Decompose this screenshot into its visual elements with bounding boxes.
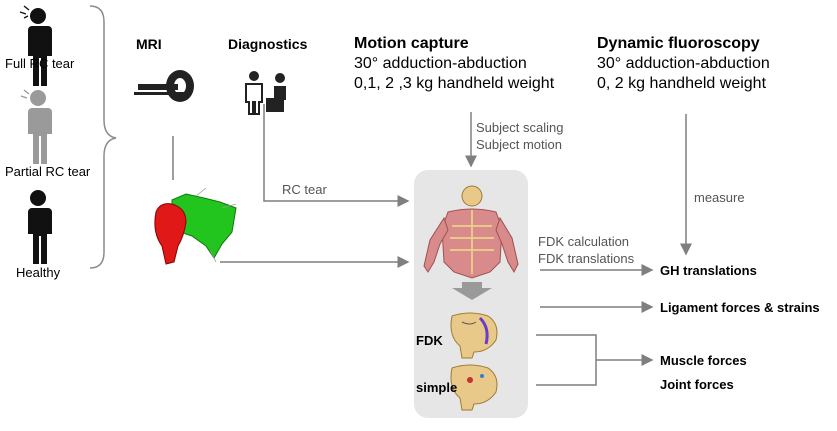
mri-title: MRI (136, 36, 162, 52)
simple-model-label: simple (416, 380, 458, 395)
subject-motion-label: Subject motion (476, 137, 562, 152)
measure-label: measure (694, 190, 745, 205)
motion-capture-line2: 0,1, 2 ,3 kg handheld weight (354, 75, 555, 92)
fdk-calculation-label: FDK calculation (538, 234, 630, 249)
motion-capture-line1: 30° adduction-abduction (354, 55, 527, 72)
diagnostics-title: Diagnostics (228, 36, 308, 52)
shoulder-segmentation-image (154, 187, 237, 265)
dynamic-fluoroscopy-line2: 0, 2 kg handheld weight (597, 75, 767, 92)
motion-capture-title: Motion capture (354, 35, 469, 52)
model-down-arrow (452, 282, 492, 300)
full-rc-tear-label: Full RC tear (5, 56, 75, 71)
flow-arrows (172, 104, 692, 386)
ligament-forces-output: Ligament forces & strains (660, 300, 820, 315)
diagnostics-icon (245, 71, 286, 115)
healthy-label: Healthy (16, 265, 61, 280)
rc-tear-label: RC tear (282, 182, 327, 197)
partial-rc-tear-label: Partial RC tear (5, 164, 91, 179)
healthy-person-icon (28, 190, 52, 264)
partial-rc-tear-person-icon (20, 89, 52, 164)
joint-forces-output: Joint forces (660, 377, 734, 392)
fdk-translations-label: FDK translations (538, 251, 635, 266)
simple-shoulder-image (450, 364, 498, 411)
gh-translations-output: GH translations (660, 263, 757, 278)
subject-scaling-label: Subject scaling (476, 120, 564, 135)
mri-scanner-icon (134, 70, 194, 102)
full-rc-tear-person-icon (19, 5, 52, 86)
muscle-forces-output: Muscle forces (660, 353, 747, 368)
subjects-brace (89, 5, 117, 269)
dynamic-fluoroscopy-title: Dynamic fluoroscopy (597, 35, 760, 52)
dynamic-fluoroscopy-line1: 30° adduction-abduction (597, 55, 770, 72)
fdk-model-label: FDK (416, 333, 443, 348)
musculoskeletal-model-image (423, 185, 519, 279)
fdk-shoulder-image (450, 312, 498, 359)
